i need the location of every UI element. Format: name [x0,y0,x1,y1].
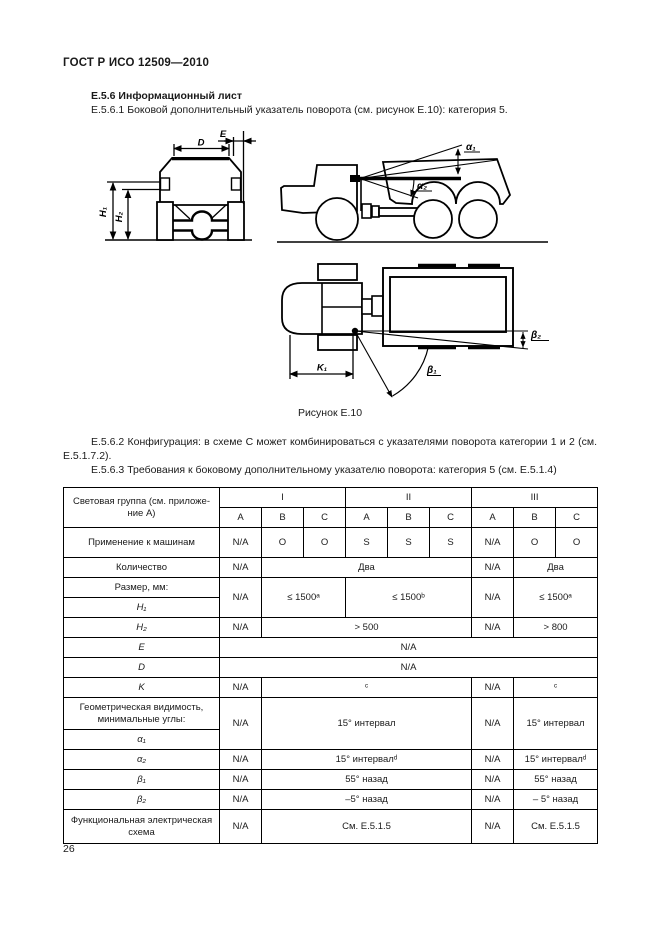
subcol: B [387,507,431,528]
section-562: Е.5.6.2 Конфигурация: в схеме С может ко… [63,436,597,462]
intro-block: Е.5.6 Информационный лист Е.5.6.1 Боково… [63,90,597,117]
group-I: I [218,487,347,508]
table-row: β₁ N/A 55° назад N/A 55° назад [63,769,599,790]
label-h2: H₂ [114,211,125,222]
label-e: E [220,129,227,140]
table-row: E N/A [63,637,599,658]
subcol: B [261,507,304,528]
table-row: Количество N/A Два N/A Два [63,557,599,578]
table-row: β₂ N/A –5° назад N/A – 5° назад [63,789,599,810]
section-563: Е.5.6.3 Требования к боковому дополнител… [91,464,557,476]
table-row: Размер, мм: N/A ≤ 1500ᵃ ≤ 1500ᵇ N/A ≤ 15… [63,577,599,618]
subcol: A [219,507,262,528]
table-row: Геометрическая видимость, минимальные уг… [63,697,599,750]
subcol: A [345,507,389,528]
subcol: B [513,507,557,528]
table-row: Применение к машинам N/A O O S S S N/A O… [63,527,599,558]
subcol: C [555,507,599,528]
table-row: α₂ N/A 15° интервалᵈ N/A 15° интервалᵈ [63,749,599,770]
label-h1: H₁ [98,207,109,217]
label-beta1: β₁ [426,365,437,376]
side-view-drawing: α₁ α₂ [277,142,548,243]
subcol: A [471,507,515,528]
figure-caption: Рисунок Е.10 [297,407,363,419]
requirements-table-wrap: Световая группа (см. приложе­ние А) I II… [63,487,599,844]
top-view-drawing: β₂ β₁ K₁ [281,263,549,398]
doc-header: ГОСТ Р ИСО 12509—2010 [63,57,210,69]
rear-view-drawing: H₁ H₂ D E [98,129,256,241]
table-row: Функциональная электричес­кая схема N/A … [63,809,599,844]
figure-e10: H₁ H₂ D E [98,129,549,398]
page-number: 26 [63,843,75,855]
label-d: D [198,138,205,149]
subcol: C [302,507,347,528]
table-row: D N/A [63,657,599,678]
table-row: K N/A ᶜ N/A ᶜ [63,677,599,698]
label-k1: K₁ [317,363,327,374]
label-alpha2: α₂ [417,181,427,192]
subcol: C [429,507,473,528]
section-561: Е.5.6.1 Боковой дополнительный указатель… [91,103,508,116]
label-beta2: β₂ [530,330,541,341]
group-III: III [471,487,599,508]
requirements-table: Световая группа (см. приложе­ние А) I II… [63,487,599,844]
body-paragraphs: Е.5.6.2 Конфигурация: в схеме С может ко… [63,436,597,479]
table-row: H₂ N/A > 500 N/A > 800 [63,617,599,638]
group-II: II [345,487,473,508]
label-alpha1: α₁ [466,142,476,153]
section-title: Е.5.6 Информационный лист [91,90,242,102]
header-col1: Световая группа (см. приложе­ние А) [63,487,220,528]
